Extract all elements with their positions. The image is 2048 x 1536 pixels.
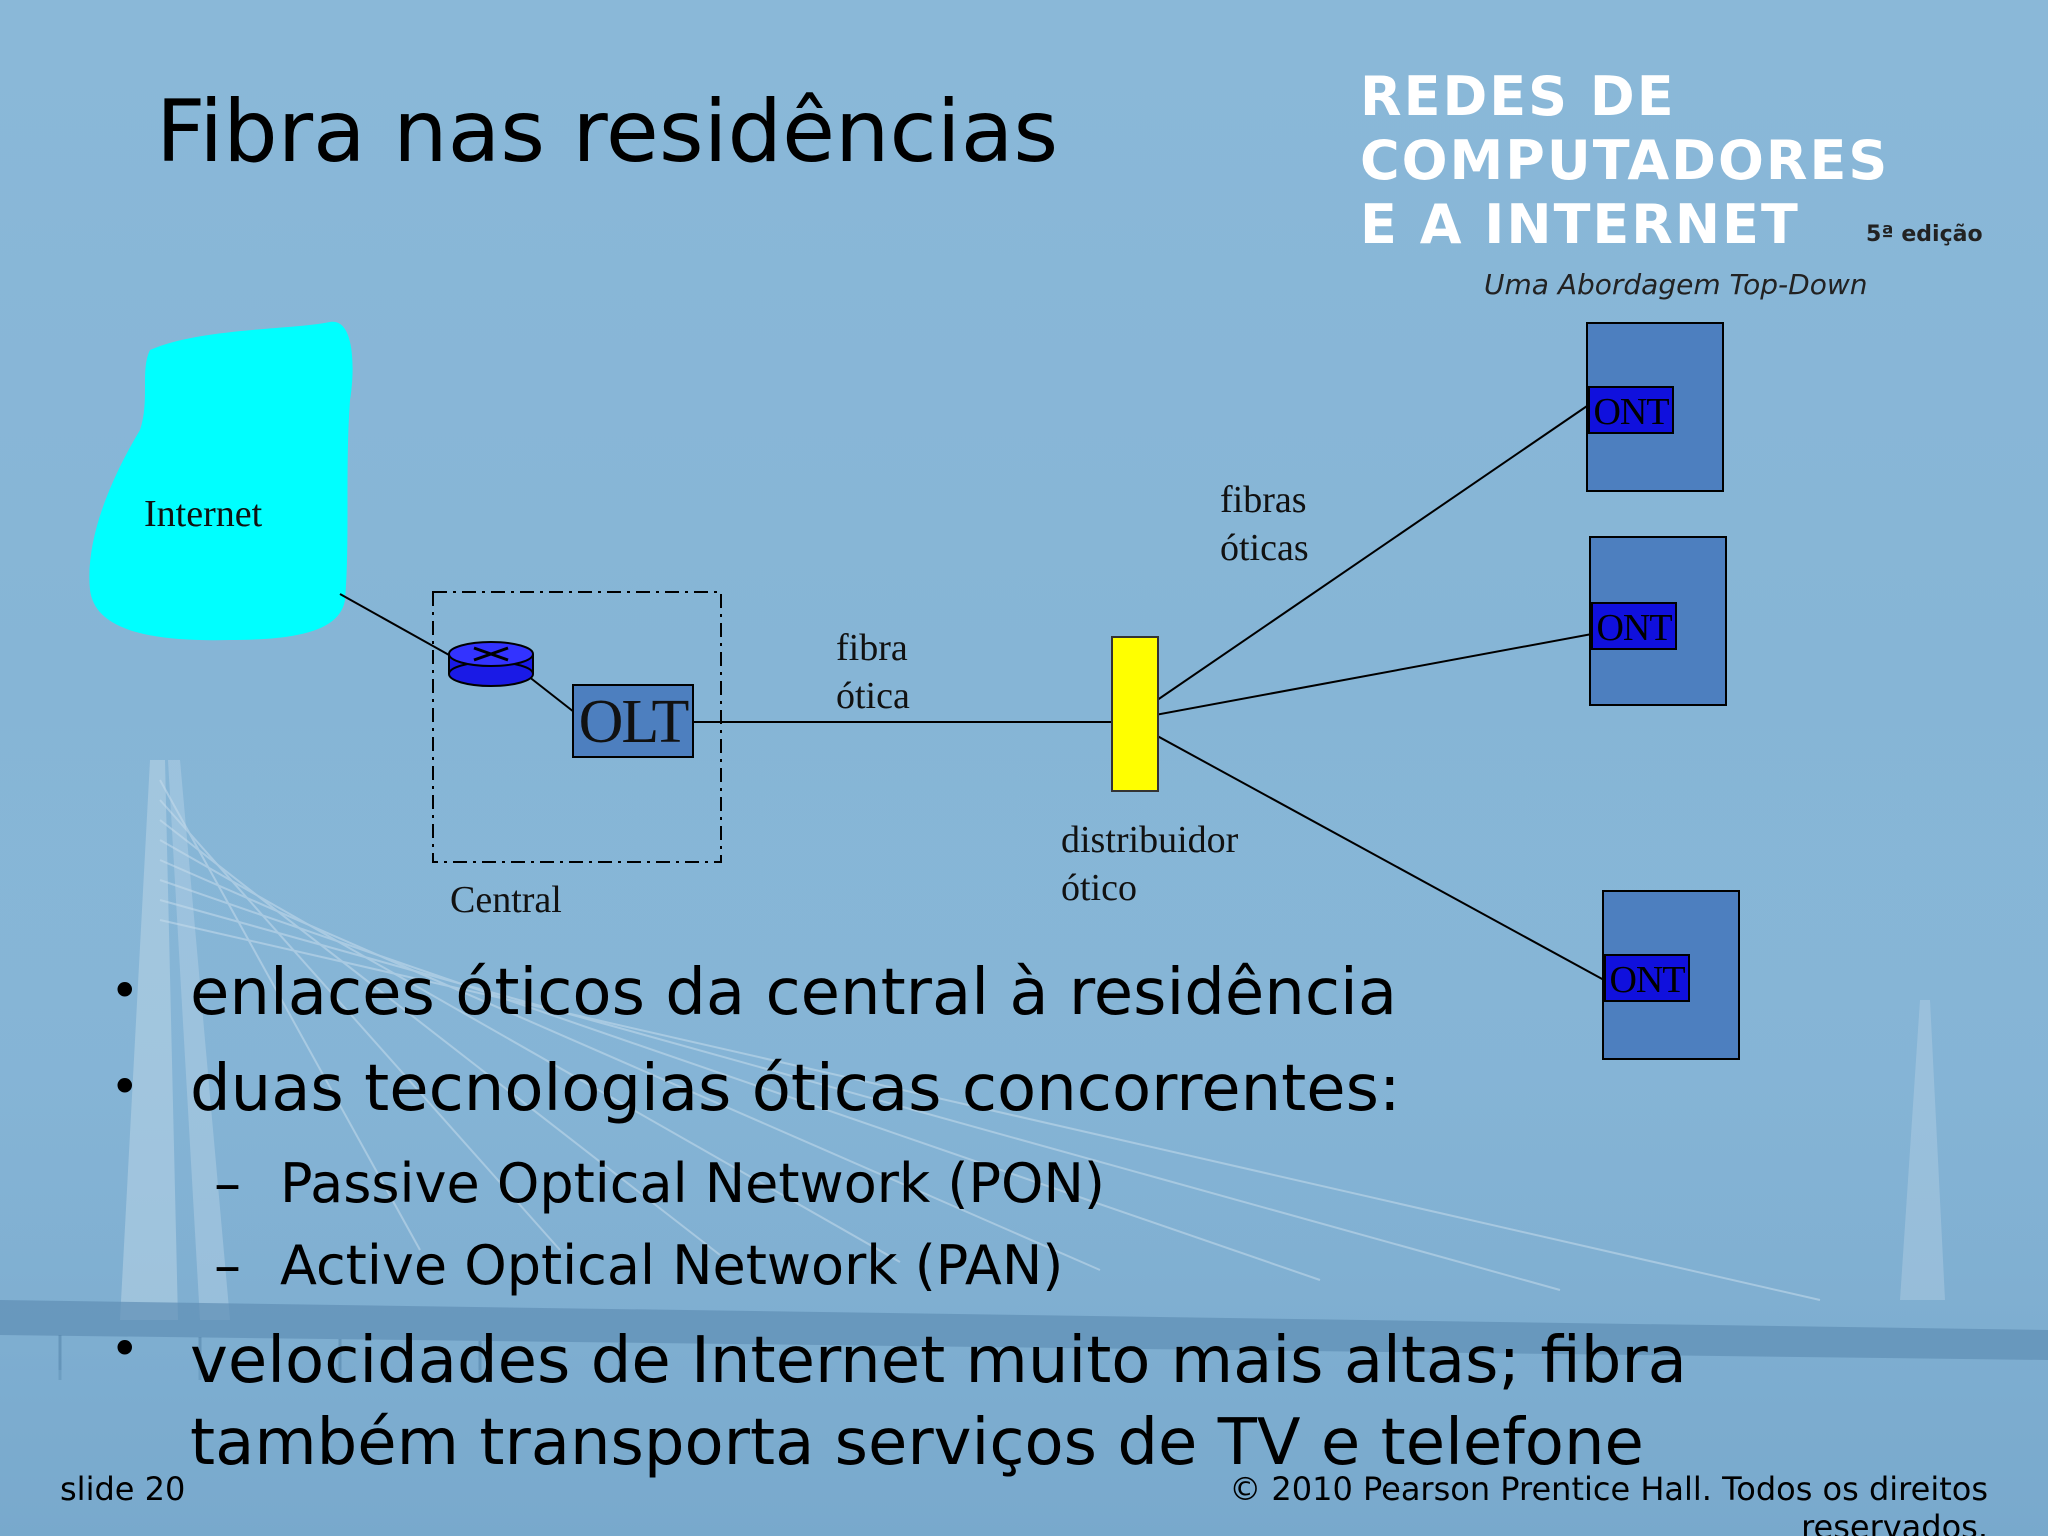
ont-box-3: ONT [1604,954,1690,1002]
fiber-link-ont-3 [1127,719,1605,981]
logo-line-1: REDES DE [1360,65,1676,128]
logo-line-3: E A INTERNET [1360,193,1800,256]
fiber-label-line-2: ótica [836,675,910,717]
logo-line-2: COMPUTADORES [1360,129,1890,192]
router-icon [448,641,534,687]
sub-bullet-marker-2: – [214,1234,241,1297]
fiber-link-ont-1 [1127,403,1591,721]
bullet-2: duas tecnologias óticas concorrentes: [190,1052,1401,1126]
slide-title: Fibra nas residências [156,82,1059,182]
bullet-marker-1: • [110,962,140,1020]
olt-box: OLT [572,684,694,758]
link-internet-router [339,593,459,661]
central-office-box [432,591,722,863]
sub-bullet-marker-1: – [214,1152,241,1215]
central-label: Central [450,879,562,921]
bullet-1: enlaces óticos da central à residência [190,956,1398,1030]
ont-box-2: ONT [1591,602,1677,650]
fibers-label-line-2: óticas [1220,527,1309,569]
splitter-label: distribuidor ótico [1061,816,1238,912]
bullet-3: velocidades de Internet muito mais altas… [190,1320,1687,1484]
slide-number: slide 20 [60,1470,186,1508]
optical-splitter [1111,636,1159,792]
copyright-notice: © 2010 Pearson Prentice Hall. Todos os d… [1229,1470,1988,1536]
sub-bullet-2: Active Optical Network (PAN) [280,1234,1064,1297]
internet-cloud [89,321,353,641]
link-router-olt [527,675,575,713]
ont-box-1: ONT [1588,386,1674,434]
bullet-3-line-1: velocidades de Internet muito mais altas… [190,1324,1687,1398]
bullet-marker-3: • [110,1320,140,1378]
fiber-label-line-1: fibra [836,627,908,669]
internet-label: Internet [144,493,263,535]
fibers-label: fibras óticas [1220,476,1309,572]
fiber-label: fibra ótica [836,624,910,720]
splitter-label-line-1: distribuidor [1061,819,1239,861]
logo-edition: 5ª edição [1866,222,1983,247]
fibers-label-line-1: fibras [1220,479,1307,521]
fiber-link-ont-2 [1127,633,1593,721]
logo-subtitle: Uma Abordagem Top-Down [1484,268,1868,301]
bullet-marker-2: • [110,1058,140,1116]
bullet-3-line-2: também transporta serviços de TV e telef… [190,1406,1644,1480]
splitter-label-line-2: ótico [1061,867,1137,909]
sub-bullet-1: Passive Optical Network (PON) [280,1152,1105,1215]
